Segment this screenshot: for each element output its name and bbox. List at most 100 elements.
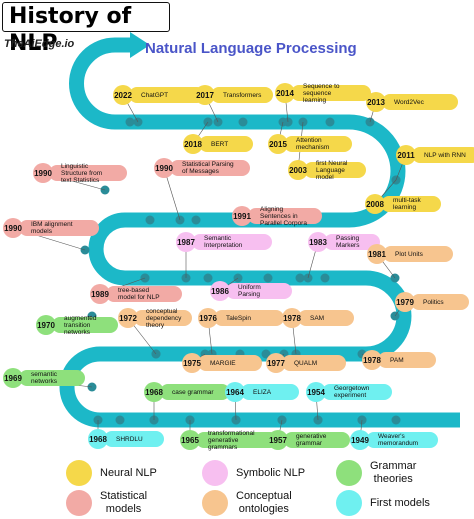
track-dot: [145, 215, 155, 225]
event-label: Attention mechanism: [296, 137, 330, 151]
legend-label: Neural NLP: [100, 466, 157, 479]
event-label: tree-based model for NLP: [118, 287, 160, 301]
event-label: Statistical Parsing of Messages: [182, 161, 234, 175]
event-year: 1976: [198, 308, 218, 328]
event-label: ChatGPT: [141, 91, 169, 99]
event-label: SHRDLU: [116, 435, 143, 443]
event-label: IBM alignment models: [31, 221, 73, 235]
event-year: 1990: [3, 218, 23, 238]
legend-item: Statistical models: [66, 490, 147, 516]
event-year: 1981: [367, 244, 387, 264]
event-label: Politics: [423, 298, 444, 306]
track-arrowhead: [130, 32, 150, 58]
event-pill: BERT: [199, 136, 253, 152]
event-label: first Neural Language model: [316, 159, 348, 181]
event-pill: case grammar: [160, 384, 230, 400]
legend-item: First models: [336, 490, 430, 516]
event-year: 2015: [268, 134, 288, 154]
event-year: 2014: [275, 83, 295, 103]
event-label: QUALM: [294, 359, 318, 367]
event-label: ELIZA: [253, 388, 272, 396]
event-year: 2003: [288, 160, 308, 180]
event-pill: Word2Vec: [382, 94, 458, 110]
event-label: BERT: [211, 140, 229, 148]
track-path: [59, 37, 460, 428]
event-label: SAM: [310, 314, 325, 322]
event-pill: Aligning Sentences in Parallel Corpora: [248, 205, 322, 227]
event-pill: PAM: [378, 352, 436, 368]
event-pill: SHRDLU: [104, 431, 164, 447]
legend-swatch: [336, 460, 362, 486]
event-label: Weaver's memorandum: [378, 433, 419, 447]
event-year: 1968: [88, 429, 108, 449]
event-pill: Passing Markers: [324, 234, 380, 250]
legend-item: Grammar theories: [336, 460, 416, 486]
event-label: semantic networks: [31, 371, 58, 385]
event-pill: Semantic Interpretation: [192, 234, 272, 250]
event-label: conceptual dependency theory: [146, 307, 182, 329]
track-dot: [263, 273, 273, 283]
event-pill: Plot Units: [383, 246, 453, 262]
legend-swatch: [66, 490, 92, 516]
event-label: Word2Vec: [394, 98, 424, 106]
event-label: Aligning Sentences in Parallel Corpora: [260, 205, 307, 227]
event-pill: generative grammar: [284, 432, 350, 448]
event-pill: ELIZA: [241, 384, 299, 400]
legend-item: Symbolic NLP: [202, 460, 305, 486]
event-label: Sequence to sequence learning: [303, 82, 340, 104]
event-year: 1964: [225, 382, 245, 402]
legend-item: Neural NLP: [66, 460, 157, 486]
legend-swatch: [336, 490, 362, 516]
track-dot: [203, 273, 213, 283]
event-pill: tree-based model for NLP: [106, 286, 182, 302]
event-label: case grammar: [172, 388, 214, 396]
legend-label: Grammar theories: [370, 460, 417, 485]
event-year: 1965: [180, 430, 200, 450]
site-credit: TheAiEdge.io: [4, 38, 75, 50]
track-dot: [391, 415, 401, 425]
legend-swatch: [202, 490, 228, 516]
event-year: 1949: [350, 430, 370, 450]
event-label: Passing Markers: [336, 235, 360, 249]
event-label: multi-task learning: [393, 197, 421, 211]
event-year: 1978: [282, 308, 302, 328]
event-year: 1979: [395, 292, 415, 312]
event-label: Georgetown experiment: [334, 385, 370, 399]
event-year: 1972: [118, 308, 138, 328]
legend-item: Conceptual ontologies: [202, 490, 292, 516]
event-pill: Attention mechanism: [284, 136, 352, 152]
event-year: 2011: [396, 145, 416, 165]
event-year: 1983: [308, 232, 328, 252]
track-dot: [320, 273, 330, 283]
event-pill: TaleSpin: [214, 310, 284, 326]
event-pill: Georgetown experiment: [322, 384, 392, 400]
event-label: Linguistic Structure from text Statistic…: [61, 162, 103, 184]
event-label: TaleSpin: [226, 314, 251, 322]
track-dot: [325, 117, 335, 127]
event-label: MARGIE: [210, 359, 236, 367]
event-year: 2008: [365, 194, 385, 214]
track-dot: [238, 117, 248, 127]
event-pill: Sequence to sequence learning: [291, 82, 371, 104]
event-label: NLP with RNN: [424, 151, 466, 159]
event-pill: Linguistic Structure from text Statistic…: [49, 162, 127, 184]
event-year: 1987: [176, 232, 196, 252]
event-year: 1978: [362, 350, 382, 370]
event-label: Semantic Interpretation: [204, 235, 243, 249]
event-label: generative grammar: [296, 433, 327, 447]
event-pill: ChatGPT: [129, 87, 205, 103]
event-pill: Uniform Parsing: [226, 283, 292, 299]
event-pill: QUALM: [282, 355, 346, 371]
banner-title: Natural Language Processing: [145, 40, 357, 57]
event-pill: semantic networks: [19, 370, 85, 386]
event-pill: SAM: [298, 310, 354, 326]
event-pill: multi-task learning: [381, 196, 441, 212]
event-pill: Politics: [411, 294, 469, 310]
event-year: 1954: [306, 382, 326, 402]
event-year: 1989: [90, 284, 110, 304]
legend-label: Statistical models: [100, 490, 148, 515]
event-label: augmented transition networks: [64, 314, 97, 336]
event-pill: IBM alignment models: [19, 220, 99, 236]
event-year: 1977: [266, 353, 286, 373]
